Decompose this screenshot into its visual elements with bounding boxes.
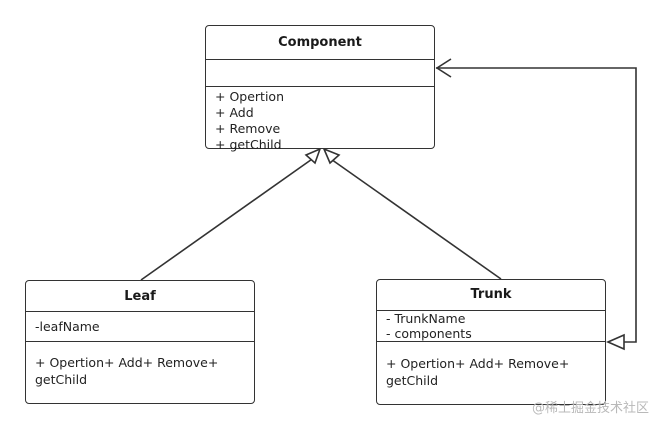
operation-item: + getChild bbox=[215, 137, 282, 152]
class-attributes-leaf: -leafName bbox=[26, 312, 254, 342]
leaf-generalization-arrowhead bbox=[304, 147, 322, 165]
class-attributes-trunk: - TrunkName - components bbox=[377, 311, 605, 342]
class-operations-leaf: + Opertion+ Add+ Remove+ getChild bbox=[26, 342, 254, 388]
leaf-to-component-line bbox=[140, 156, 316, 281]
operation-item: + Opertion bbox=[215, 89, 284, 104]
operations-text: + Opertion+ Add+ Remove+ getChild bbox=[35, 355, 219, 387]
class-box-component: Component + Opertion + Add + Remove + ge… bbox=[205, 25, 435, 152]
class-box-leaf: Leaf -leafName + Opertion+ Add+ Remove+ … bbox=[25, 280, 255, 404]
trunk-aggregation-arrowhead bbox=[606, 333, 625, 351]
composite-loop-line bbox=[436, 67, 637, 343]
class-operations-component: + Opertion + Add + Remove + getChild bbox=[206, 87, 434, 153]
class-name-trunk: Trunk bbox=[377, 280, 605, 311]
operation-item: + Remove bbox=[215, 121, 281, 136]
watermark-text: @稀土掘金技术社区 bbox=[531, 401, 649, 416]
attribute-item: - TrunkName bbox=[386, 311, 466, 326]
class-operations-trunk: + Opertion+ Add+ Remove+ getChild bbox=[377, 342, 605, 389]
component-open-arrowhead bbox=[435, 58, 452, 78]
class-name-component: Component bbox=[206, 26, 434, 60]
attribute-item: -leafName bbox=[35, 319, 100, 334]
trunk-generalization-arrowhead bbox=[322, 147, 341, 165]
trunk-to-component-line bbox=[327, 156, 502, 280]
class-attributes-component bbox=[206, 60, 434, 87]
operations-text: + Opertion+ Add+ Remove+ getChild bbox=[386, 356, 570, 388]
class-box-trunk: Trunk - TrunkName - components + Opertio… bbox=[376, 279, 606, 405]
class-name-leaf: Leaf bbox=[26, 281, 254, 312]
attribute-item: - components bbox=[386, 326, 472, 341]
operation-item: + Add bbox=[215, 105, 254, 120]
